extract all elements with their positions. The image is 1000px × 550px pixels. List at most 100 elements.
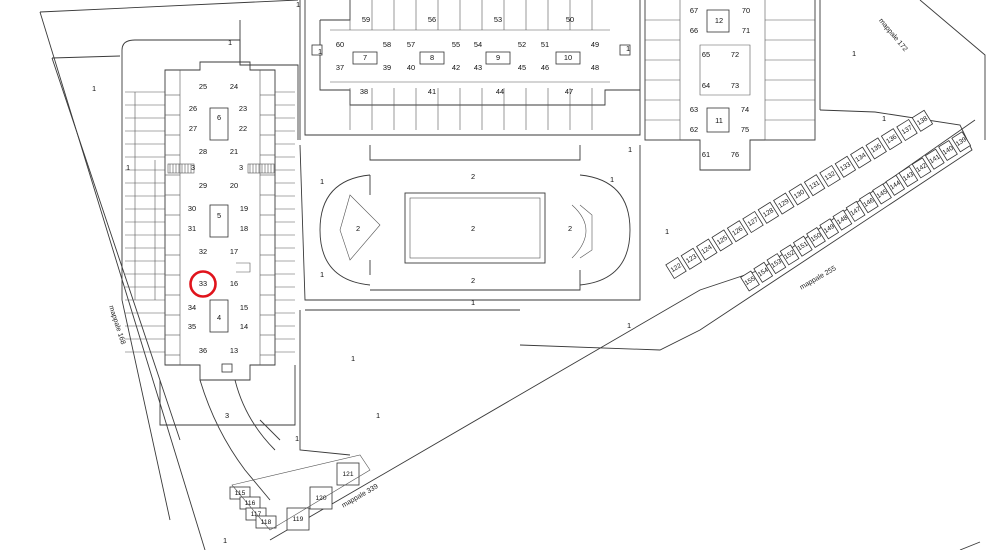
inner-block-10 (555, 51, 581, 65)
pitch-outer (404, 192, 546, 264)
plot-number: 73 (731, 81, 739, 90)
plot-number: 142 (915, 162, 928, 174)
plot-number: 123 (685, 253, 698, 265)
parcel-number-2: 2 (471, 276, 475, 285)
plot-number: 57 (407, 40, 415, 49)
plot-number: 131 (808, 179, 821, 191)
diagonal-lot-upper (865, 137, 887, 160)
corner-mark (959, 541, 981, 550)
plot-number: 76 (731, 150, 739, 159)
plot-number: 60 (336, 40, 344, 49)
parcel-boundary (121, 39, 241, 65)
parcel-boundary (579, 174, 631, 286)
lot-box (680, 247, 703, 270)
plot-number: 41 (428, 87, 436, 96)
parcel-number-2: 2 (471, 224, 475, 233)
parcel-boundary (259, 419, 281, 441)
plot-number: 134 (854, 152, 867, 164)
mappale-label: mappale 168 (107, 305, 126, 346)
lot-box (309, 486, 333, 510)
plot-number: 150 (810, 232, 823, 244)
plot-number: 18 (240, 224, 248, 233)
plot-number: 118 (261, 519, 272, 526)
plot-number: 61 (702, 150, 710, 159)
lot-box (834, 155, 857, 178)
inner-number: 10 (564, 53, 572, 62)
inner-block-8 (419, 51, 445, 65)
parcel-number-1: 1 (627, 321, 631, 330)
parcel-boundary (369, 145, 581, 161)
plot-number: 26 (189, 104, 197, 113)
plot-number: 136 (885, 133, 898, 145)
lot-box (951, 131, 972, 153)
lot-box (938, 139, 958, 162)
plot-number: 127 (747, 216, 760, 228)
parcel-boundary (159, 365, 296, 426)
parcel-boundary (199, 379, 271, 501)
plot-number: 23 (239, 104, 247, 113)
highlight-circle (189, 270, 217, 298)
lot-box (711, 229, 733, 252)
plot-number: 139 (955, 136, 968, 148)
plot-number: 155 (744, 275, 757, 287)
plot-number: 153 (770, 258, 783, 270)
parcel-boundary (51, 55, 121, 59)
parcel-number-1: 1 (665, 227, 669, 236)
plot-number: 116 (245, 500, 256, 507)
parcel-number-1: 1 (351, 354, 355, 363)
plot-number: 145 (876, 188, 889, 200)
lot-box (742, 210, 764, 234)
diagonal-lot-upper (880, 128, 903, 151)
parcel-number-1: 1 (610, 175, 614, 184)
small-box (311, 44, 323, 56)
plot-number: 52 (518, 40, 526, 49)
diagonal-lot-lower (951, 131, 972, 153)
plot-number: 117 (251, 511, 262, 518)
diagonal-lot-upper (726, 220, 749, 243)
parcel-boundary (39, 11, 206, 550)
parcel-number-1: 1 (320, 270, 324, 279)
parcel-number-1: 1 (852, 49, 856, 58)
inner-number: 5 (217, 211, 221, 220)
parcel-boundary (919, 0, 986, 140)
inner-number: 7 (363, 53, 367, 62)
parcel-boundary (519, 109, 973, 351)
parcel-boundary (571, 204, 587, 259)
lot-box (726, 220, 749, 243)
plot-number: 46 (541, 63, 549, 72)
lot-box (898, 166, 919, 188)
plot-number: 119 (293, 516, 304, 523)
plot-number: 44 (496, 87, 504, 96)
parcel-number-3: 3 (191, 163, 195, 172)
plot-number: 66 (690, 26, 698, 35)
plot-number: 51 (541, 40, 549, 49)
lot-box (286, 507, 310, 531)
stair-left (167, 163, 195, 174)
plot-number: 133 (839, 161, 852, 173)
plot-number: 130 (793, 189, 806, 201)
plot-number: 121 (342, 471, 353, 478)
diagonal-lot-upper (757, 201, 780, 224)
plot-number: 39 (383, 63, 391, 72)
parcel-boundary (299, 310, 351, 456)
lot-box (806, 226, 826, 249)
inner-block-5 (209, 204, 229, 238)
lot-box (766, 253, 787, 275)
lot-box (696, 238, 718, 261)
plot-number: 122 (670, 262, 683, 274)
lot-box (753, 261, 774, 283)
diagonal-lot-lower (858, 192, 879, 214)
lot-box (779, 244, 800, 266)
inner-block-4 (209, 299, 229, 333)
plot-number: 64 (702, 81, 710, 90)
parcel-boundary (579, 204, 593, 259)
parcel-number-1: 1 (626, 44, 630, 53)
diagonal-lot-upper (819, 164, 841, 188)
plot-number: 50 (566, 15, 574, 24)
parcel-boundary (269, 119, 976, 541)
diagonal-lot-lower (872, 183, 892, 205)
diagonal-lot-lower (779, 244, 800, 266)
plot-number: 27 (189, 124, 197, 133)
plot-number: 30 (188, 204, 196, 213)
